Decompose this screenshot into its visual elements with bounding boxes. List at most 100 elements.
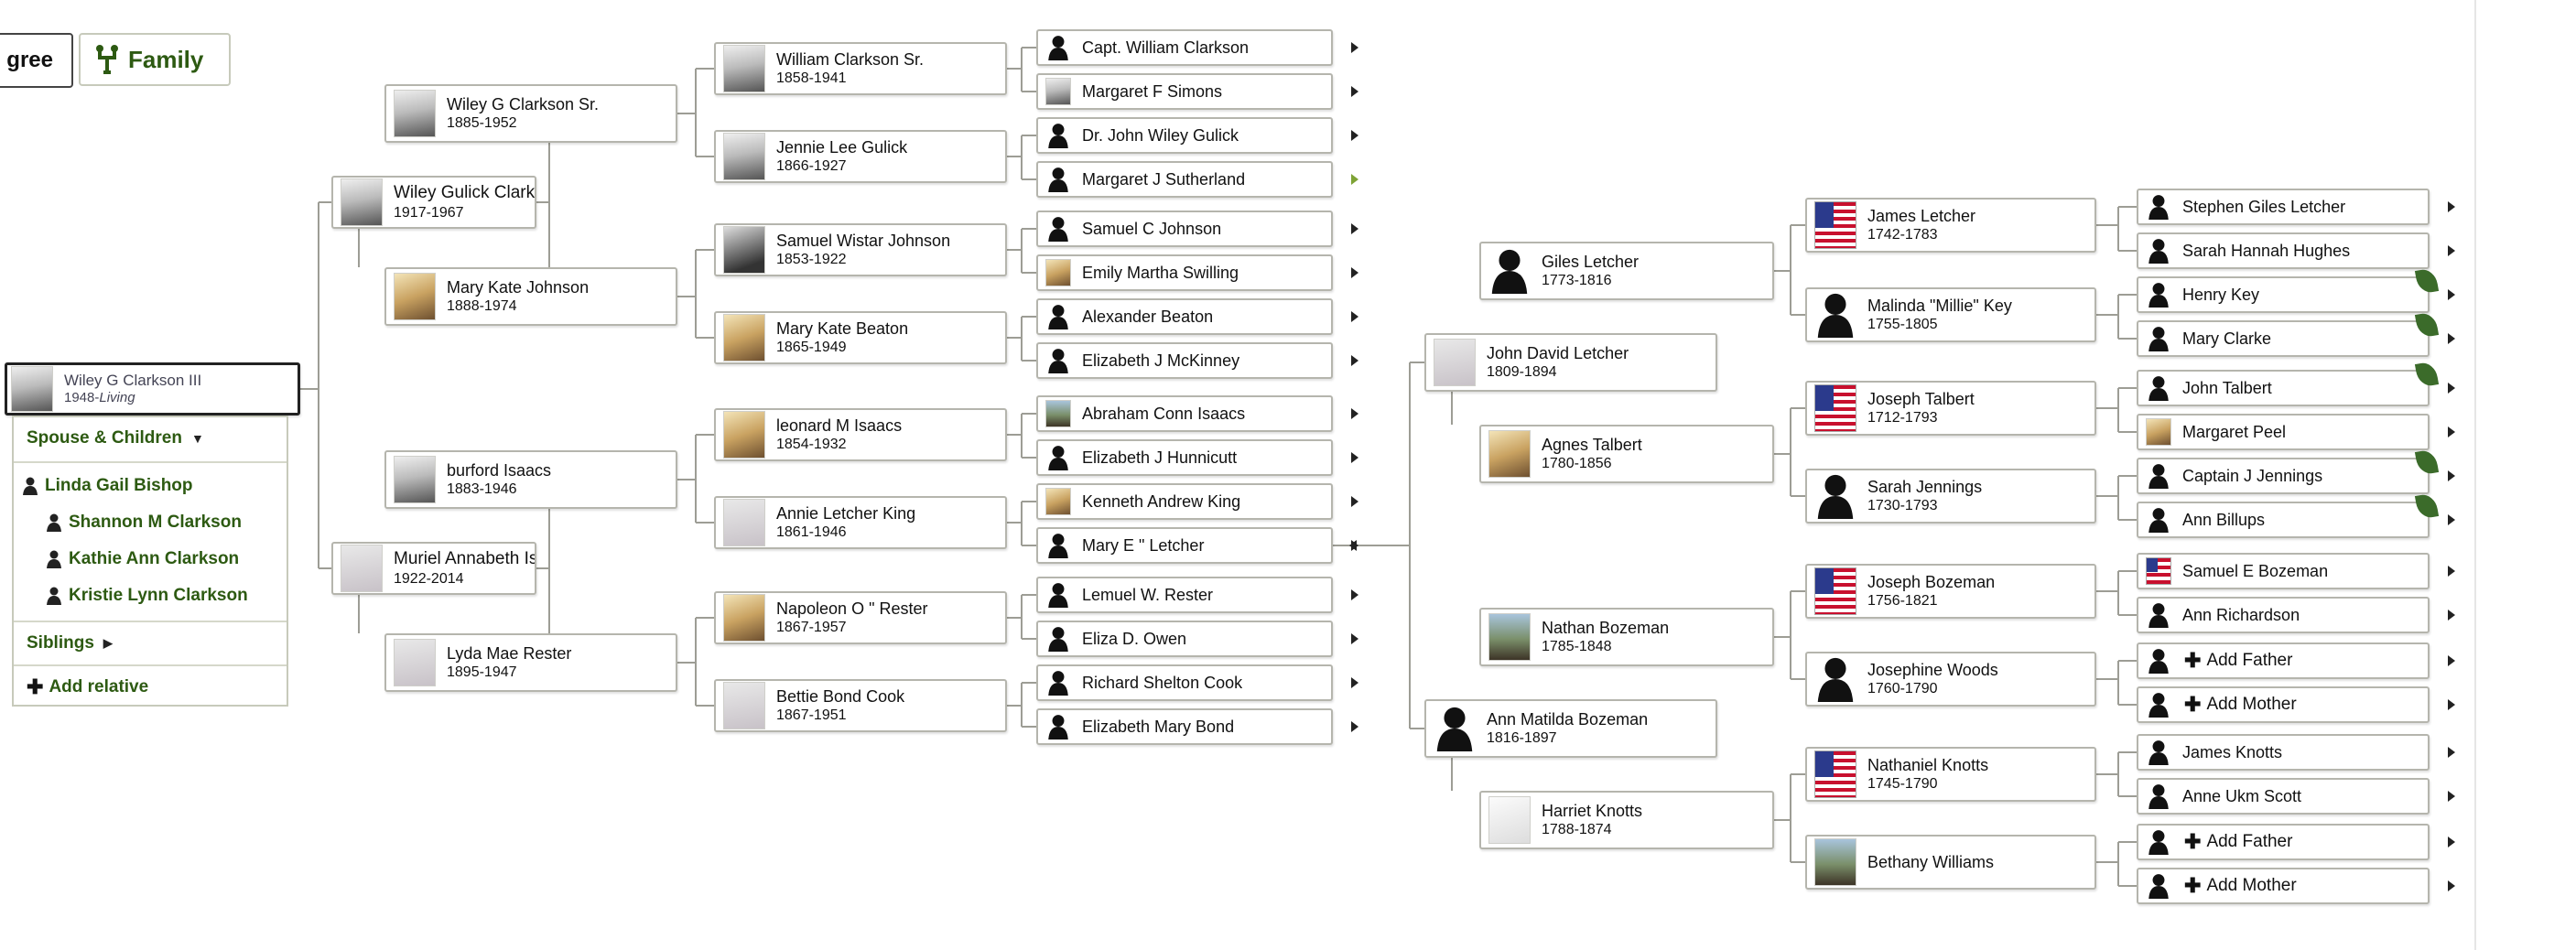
spouse-link[interactable]: Linda Gail Bishop xyxy=(23,476,296,496)
ancestor-card[interactable]: Muriel Annabeth Isaacs1922-2014 xyxy=(331,542,536,595)
siblings-toggle[interactable]: Siblings ▶ xyxy=(27,633,299,653)
child-link[interactable]: Shannon M Clarkson xyxy=(47,513,319,533)
family-view-button[interactable]: Family xyxy=(79,33,231,86)
expand-arrow-icon[interactable] xyxy=(2448,791,2455,802)
ancestor-card[interactable]: Stephen Giles Letcher xyxy=(2137,189,2430,225)
expand-arrow-icon[interactable] xyxy=(1351,677,1358,688)
ancestor-card[interactable]: Bethany Williams xyxy=(1805,835,2096,890)
ancestor-card[interactable]: Lemuel W. Rester xyxy=(1036,577,1333,613)
ancestor-card[interactable]: Kenneth Andrew King xyxy=(1036,483,1333,520)
expand-arrow-icon[interactable] xyxy=(2448,201,2455,212)
expand-arrow-icon[interactable] xyxy=(2448,566,2455,577)
add-parent-button[interactable]: ✚Add Mother xyxy=(2137,868,2430,904)
spouse-children-toggle[interactable]: Spouse & Children ▼ xyxy=(27,428,299,448)
ancestor-card[interactable]: Wiley G Clarkson Sr.1885-1952 xyxy=(384,84,677,143)
ancestor-card[interactable]: William Clarkson Sr.1858-1941 xyxy=(714,42,1007,95)
ancestor-card[interactable]: Richard Shelton Cook xyxy=(1036,664,1333,701)
ancestor-card[interactable]: Dr. John Wiley Gulick xyxy=(1036,117,1333,154)
add-parent-button[interactable]: ✚Add Father xyxy=(2137,824,2430,860)
expand-arrow-icon[interactable] xyxy=(1351,130,1358,141)
ancestor-card[interactable]: John Talbert xyxy=(2137,370,2430,406)
ancestor-card[interactable]: Capt. William Clarkson xyxy=(1036,29,1333,66)
expand-arrow-icon[interactable] xyxy=(1351,408,1358,419)
expand-arrow-icon[interactable] xyxy=(2448,289,2455,300)
expand-arrow-icon[interactable] xyxy=(1351,721,1358,732)
ancestor-card[interactable]: Margaret F Simons xyxy=(1036,73,1333,110)
expand-arrow-icon[interactable] xyxy=(1351,496,1358,507)
expand-arrow-icon[interactable] xyxy=(2448,655,2455,666)
ancestor-card[interactable]: Elizabeth J Hunnicutt xyxy=(1036,439,1333,476)
ancestor-card[interactable]: Mary Clarke xyxy=(2137,320,2430,357)
ancestor-card[interactable]: Elizabeth J McKinney xyxy=(1036,342,1333,379)
ancestor-card[interactable]: Eliza D. Owen xyxy=(1036,621,1333,657)
expand-arrow-icon[interactable] xyxy=(1351,223,1358,234)
expand-arrow-icon[interactable] xyxy=(2448,245,2455,256)
ancestor-card[interactable]: Henry Key xyxy=(2137,276,2430,313)
add-parent-button[interactable]: ✚Add Father xyxy=(2137,642,2430,679)
expand-arrow-icon[interactable] xyxy=(1351,633,1358,644)
expand-arrow-icon[interactable] xyxy=(1351,452,1358,463)
expand-arrow-icon[interactable] xyxy=(2448,470,2455,481)
expand-arrow-icon[interactable] xyxy=(2448,699,2455,710)
expand-arrow-icon[interactable] xyxy=(2448,747,2455,758)
ancestor-card[interactable]: Captain J Jennings xyxy=(2137,458,2430,494)
ancestor-card[interactable]: Ann Richardson xyxy=(2137,597,2430,633)
ancestor-card[interactable]: Abraham Conn Isaacs xyxy=(1036,395,1333,432)
expand-arrow-icon[interactable] xyxy=(1351,86,1358,97)
expand-arrow-icon[interactable] xyxy=(2448,383,2455,394)
child-link[interactable]: Kathie Ann Clarkson xyxy=(47,549,319,569)
ancestor-card[interactable]: Elizabeth Mary Bond xyxy=(1036,708,1333,745)
expand-arrow-icon[interactable] xyxy=(1351,311,1358,322)
expand-arrow-icon[interactable] xyxy=(1351,174,1358,185)
expand-arrow-icon[interactable] xyxy=(1351,267,1358,278)
ancestor-card[interactable]: Margaret J Sutherland xyxy=(1036,161,1333,198)
expand-arrow-icon[interactable] xyxy=(1351,589,1358,600)
expand-arrow-icon[interactable] xyxy=(2448,837,2455,847)
ancestor-card[interactable]: Alexander Beaton xyxy=(1036,298,1333,335)
expand-arrow-icon[interactable] xyxy=(1351,355,1358,366)
ancestor-card[interactable]: Sarah Hannah Hughes xyxy=(2137,232,2430,269)
ancestor-card[interactable]: Samuel C Johnson xyxy=(1036,211,1333,247)
add-parent-button[interactable]: ✚Add Mother xyxy=(2137,686,2430,723)
expand-arrow-icon[interactable] xyxy=(2448,610,2455,621)
ancestor-card[interactable]: Samuel E Bozeman xyxy=(2137,553,2430,589)
expand-arrow-icon[interactable] xyxy=(2448,426,2455,437)
add-relative-button[interactable]: ✚ Add relative xyxy=(27,675,299,699)
ancestor-card[interactable]: James Knotts xyxy=(2137,734,2430,771)
ancestor-card[interactable]: Margaret Peel xyxy=(2137,414,2430,450)
expand-arrow-icon[interactable] xyxy=(2448,514,2455,525)
ancestor-card[interactable]: Ann Billups xyxy=(2137,502,2430,538)
expand-arrow-icon[interactable] xyxy=(1351,42,1358,53)
ancestor-card[interactable]: Emily Martha Swilling xyxy=(1036,254,1333,291)
ancestor-card[interactable]: Wiley Gulick Clarkson jr1917-1967 xyxy=(331,176,536,229)
ancestor-card[interactable]: Anne Ukm Scott xyxy=(2137,778,2430,815)
focus-person-card[interactable]: Wiley G Clarkson III 1948-Living xyxy=(5,362,300,416)
expand-arrow-icon[interactable] xyxy=(2448,333,2455,344)
expand-arrow-icon[interactable] xyxy=(2448,880,2455,891)
child-link[interactable]: Kristie Lynn Clarkson xyxy=(47,586,319,606)
ancestor-card[interactable]: Mary E " Letcher xyxy=(1036,527,1333,564)
